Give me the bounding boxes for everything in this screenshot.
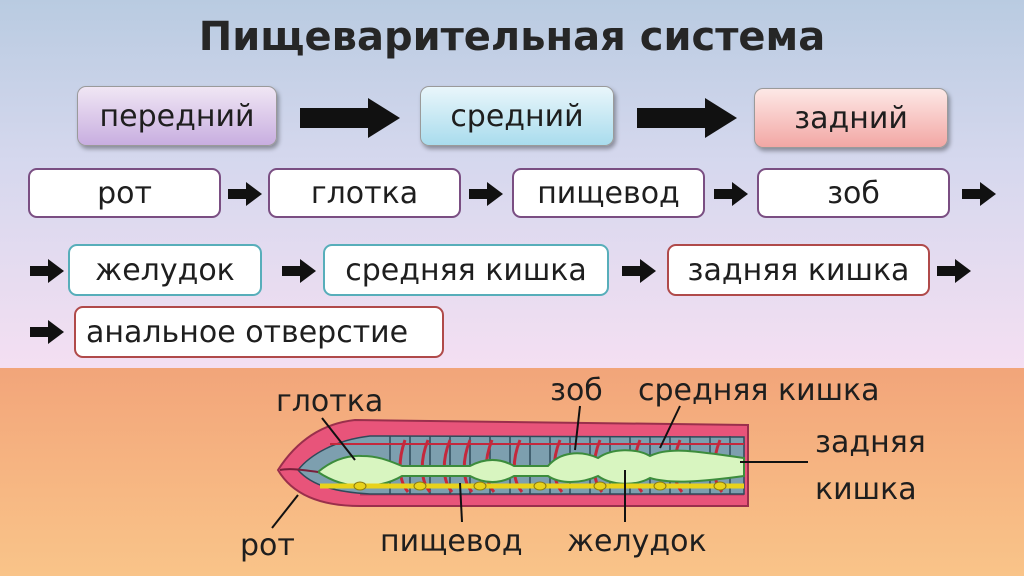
small-arrow-right-icon (282, 259, 316, 283)
section-rear-box: задний (754, 88, 948, 148)
small-arrow-right-icon (30, 259, 64, 283)
diagram-label-pharynx: глотка (276, 384, 384, 419)
small-arrow-right-icon (937, 259, 971, 283)
page-title: Пищеварительная система (198, 14, 826, 60)
small-arrow-right-icon (714, 182, 748, 206)
diagram-label-mouth: рот (240, 528, 295, 563)
small-arrow-right-icon (962, 182, 996, 206)
big-arrow-right-icon (300, 98, 400, 138)
diagram-label-esophagus: пищевод (380, 524, 523, 559)
organ-mouth-box: рот (28, 168, 221, 218)
organ-gizzard-box: желудок (68, 244, 262, 296)
section-front-box: передний (77, 86, 277, 146)
diagram-label-gizzard: желудок (567, 524, 707, 559)
small-arrow-right-icon (622, 259, 656, 283)
organ-anus-box: анальное отверстие (74, 306, 444, 358)
organ-crop-box: зоб (757, 168, 950, 218)
small-arrow-right-icon (30, 320, 64, 344)
organ-midgut-box: средняя кишка (323, 244, 609, 296)
small-arrow-right-icon (469, 182, 503, 206)
big-arrow-right-icon (637, 98, 737, 138)
diagram-label-hindgut-line2: кишка (815, 472, 917, 507)
small-arrow-right-icon (228, 182, 262, 206)
organ-esophagus-box: пищевод (512, 168, 705, 218)
organ-hindgut-box: задняя кишка (667, 244, 930, 296)
leader-lines (271, 405, 808, 529)
organ-pharynx-box: глотка (268, 168, 461, 218)
section-middle-box: средний (420, 86, 614, 146)
diagram-label-hindgut-line1: задняя (815, 425, 926, 460)
worm-digestive-tract (316, 449, 745, 488)
diagram-label-midgut: средняя кишка (638, 373, 880, 408)
diagram-label-crop: зоб (550, 373, 603, 408)
